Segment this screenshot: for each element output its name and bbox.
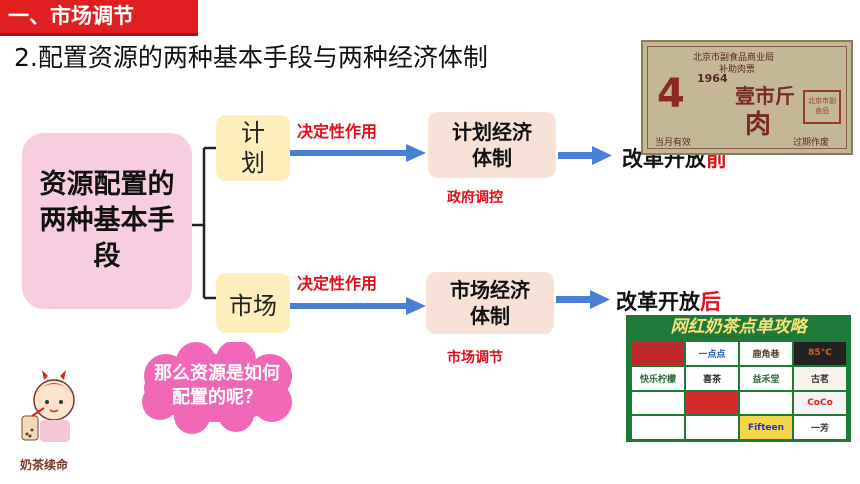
question-text: 那么资源是如何配置的呢？ xyxy=(154,363,280,408)
meat-ticket-image: 北京市副食品商业局 补助肉票 1964 4 壹市斤 肉 北京市副食品 当月有效 … xyxy=(641,40,853,155)
reform-after-text: 改革开放 xyxy=(616,290,700,314)
ticket-sub-text: 补助肉票 xyxy=(719,65,756,75)
poster-brand-cell xyxy=(740,391,792,415)
market-label: 市场 xyxy=(229,291,277,320)
header-underline xyxy=(0,33,198,36)
planned-economy-box: 计划经济体制 xyxy=(428,112,556,178)
plan-arrow-label: 决定性作用 xyxy=(297,122,378,141)
poster-brand-cell: 85°C xyxy=(794,342,846,365)
milk-tea-girl-illustration xyxy=(21,370,75,442)
poster-brand-cell: 喜茶 xyxy=(686,366,738,390)
section-header: 一、市场调节 xyxy=(0,0,198,33)
ticket-top-text: 北京市副食品商业局 xyxy=(693,53,775,63)
plan-note: 政府调控 xyxy=(447,190,503,206)
question-cloud xyxy=(142,342,292,434)
market-to-system-arrow xyxy=(290,297,426,315)
poster-title: 网红奶茶点单攻略 xyxy=(670,317,807,337)
poster-brand-cell: 益禾堂 xyxy=(740,366,792,390)
market-economy-label: 市场经济体制 xyxy=(450,278,530,328)
main-concept-box: 资源配置的两种基本手段 xyxy=(22,133,192,309)
main-concept-label: 资源配置的两种基本手段 xyxy=(39,169,175,272)
page-subtitle: 2.配置资源的两种基本手段与两种经济体制 xyxy=(14,43,488,72)
market-box: 市场 xyxy=(216,273,290,333)
branch-connector xyxy=(192,146,218,300)
ticket-weight: 壹市斤 xyxy=(735,84,795,108)
poster-brand-cell xyxy=(632,391,684,415)
poster-brand-cell xyxy=(686,416,738,439)
poster-brand-cell: Fifteen xyxy=(740,416,792,439)
poster-brand-cell: CoCo xyxy=(794,391,846,415)
poster-brand-cell xyxy=(632,416,684,439)
ticket-meat: 肉 xyxy=(745,110,772,140)
ticket-right-footer: 过期作废 xyxy=(793,138,830,148)
ticket-left-footer: 当月有效 xyxy=(655,138,692,148)
character-caption: 奶茶续命 xyxy=(20,458,69,472)
poster-brand-cell: 一点点 xyxy=(686,342,738,365)
market-to-reform-arrow xyxy=(556,290,610,309)
ticket-amount: 4 xyxy=(657,71,685,117)
market-arrow-label: 决定性作用 xyxy=(297,274,378,293)
poster-brand-cell: 一芳 xyxy=(794,416,846,439)
market-economy-box: 市场经济体制 xyxy=(426,272,554,334)
poster-brand-cell: 古茗 xyxy=(794,366,846,390)
market-note: 市场调节 xyxy=(447,350,503,366)
plan-to-reform-arrow xyxy=(558,146,612,165)
ticket-seal: 北京市副食品 xyxy=(803,90,841,124)
poster-brand-cell xyxy=(632,342,684,365)
plan-box: 计划 xyxy=(216,115,290,181)
ticket-year: 1964 xyxy=(697,72,728,85)
ticket-seal-text: 北京市副食品 xyxy=(808,97,836,115)
poster-brand-cell: 鹿角巷 xyxy=(740,342,792,365)
reform-after-label: 改革开放后 xyxy=(616,286,721,316)
plan-to-system-arrow xyxy=(290,144,426,162)
poster-brand-cell: 快乐柠檬 xyxy=(632,366,684,390)
plan-label: 计划 xyxy=(241,119,265,177)
planned-economy-label: 计划经济体制 xyxy=(452,120,532,170)
poster-brand-cell xyxy=(686,391,738,415)
reform-after-highlight: 后 xyxy=(700,290,721,314)
